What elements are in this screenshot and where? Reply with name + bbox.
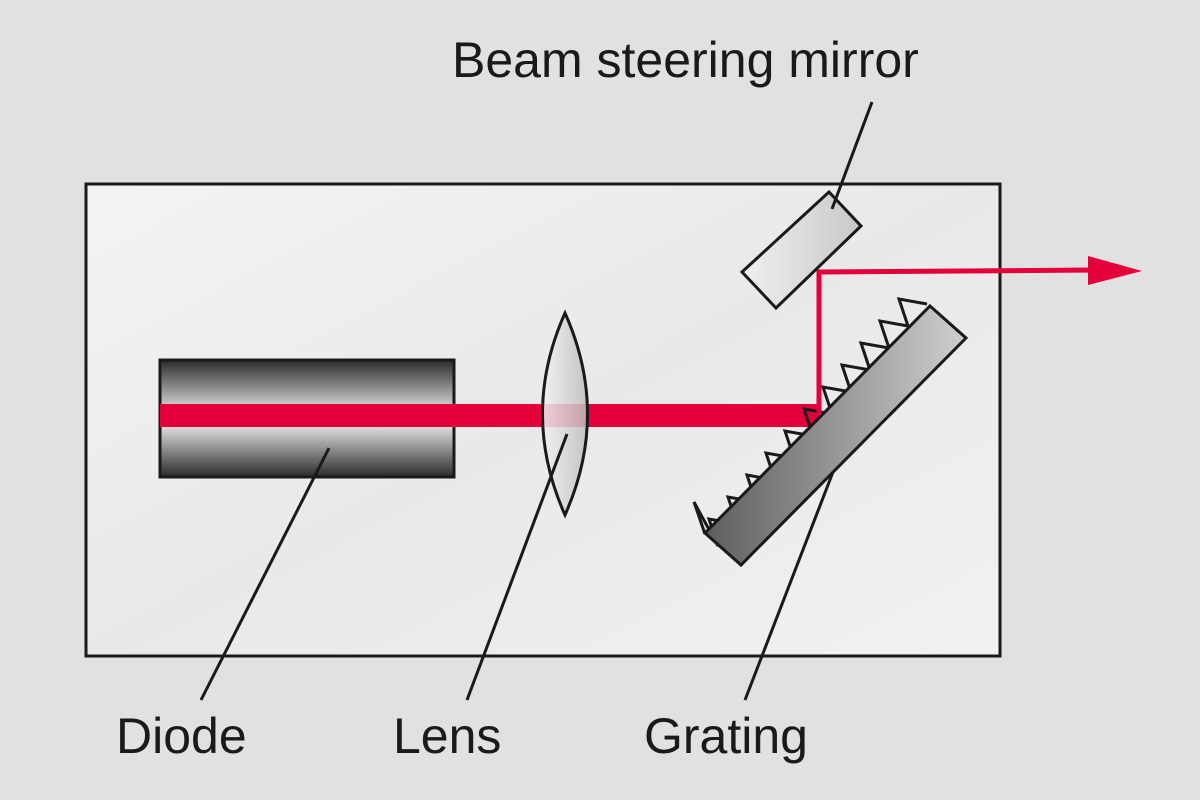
beam-arrow-head <box>1088 256 1142 285</box>
steering-mirror <box>739 189 864 311</box>
leader-line-grating <box>743 471 835 701</box>
leader-line-diode <box>199 447 331 701</box>
laser-beam-output <box>816 267 1096 414</box>
label-lens: Lens <box>393 708 501 764</box>
leader-line-lens <box>465 433 569 701</box>
label-grating: Grating <box>644 708 808 764</box>
grating-bar <box>702 303 969 568</box>
lens-shape <box>541 309 589 519</box>
leader-line-mirror <box>830 101 874 210</box>
laser-beam-main <box>160 404 820 427</box>
label-diode: Diode <box>116 708 247 764</box>
label-beam-steering-mirror: Beam steering mirror <box>452 32 919 88</box>
